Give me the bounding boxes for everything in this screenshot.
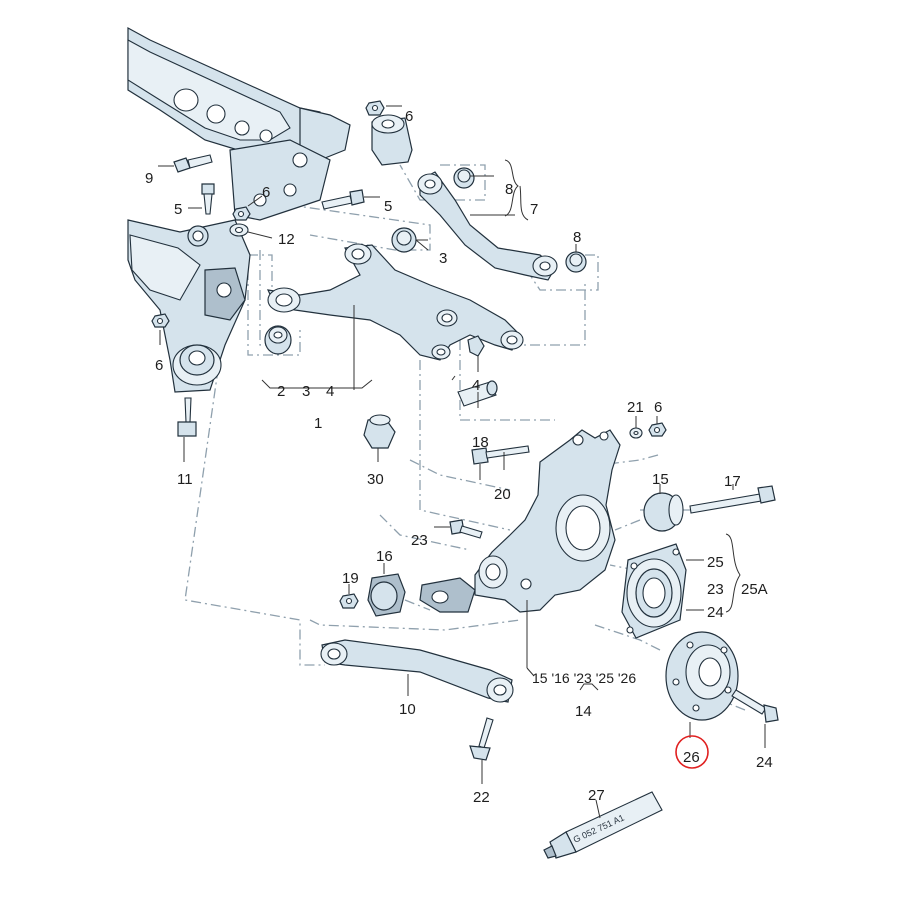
bolt-22 <box>469 717 494 761</box>
upper-control-link-7 <box>417 171 558 281</box>
bolt-5-left <box>201 183 215 215</box>
label-23-right: 23 <box>707 581 724 598</box>
label-6-top: 6 <box>405 108 413 125</box>
leader-lines <box>158 105 766 819</box>
label-23-upper: 23 <box>411 532 428 549</box>
wheel-hub-26 <box>665 631 739 721</box>
label-12: 12 <box>278 231 295 248</box>
label-25A: 25A <box>741 581 768 598</box>
label-6-right: 6 <box>654 399 662 416</box>
bushing-2 <box>264 325 292 355</box>
nut-6-left <box>151 313 170 328</box>
label-1: 1 <box>314 415 322 432</box>
rubber-mount-16 <box>367 573 406 617</box>
label-6-mid: 6 <box>262 184 270 201</box>
label-8-upper: 8 <box>505 181 513 198</box>
bolt-5-middle <box>321 189 365 210</box>
label-5-left: 5 <box>174 201 182 218</box>
bushing-8-lower <box>565 251 587 273</box>
part-labels: 1 2 3 4 3 4 5 5 6 6 6 6 7 8 8 9 10 11 12… <box>145 108 773 806</box>
label-19: 19 <box>342 570 359 587</box>
bolt-11 <box>177 397 197 437</box>
label-21: 21 <box>627 399 644 416</box>
label-group-14-contents: 15 '16 '23 '25 '26 <box>532 670 636 686</box>
label-25: 25 <box>707 554 724 571</box>
nut-6-mid <box>232 206 251 221</box>
plug-30 <box>363 414 396 449</box>
label-14: 14 <box>575 703 592 720</box>
label-11: 11 <box>177 471 193 488</box>
label-26-highlighted: 26 <box>683 749 700 766</box>
label-9: 9 <box>145 170 153 187</box>
label-22: 22 <box>473 789 490 806</box>
washer-12 <box>229 223 249 237</box>
bushing-15 <box>643 492 684 532</box>
washer-21 <box>629 427 643 439</box>
label-18: 18 <box>472 434 489 451</box>
bolt-24 <box>731 689 779 723</box>
lower-wishbone-1 <box>266 243 524 361</box>
label-3: 3 <box>439 250 447 267</box>
label-4: 4 <box>472 377 480 394</box>
highlight-circle-26 <box>675 735 709 769</box>
label-24-right: 24 <box>707 604 724 621</box>
label-4-wishbone: 4 <box>326 383 334 400</box>
nut-6-right <box>648 422 667 437</box>
lower-link-10 <box>320 639 514 703</box>
sealant-tube-27: G 052 751 A1 <box>543 791 663 859</box>
subframe-mount-bushing <box>371 114 413 166</box>
label-27: 27 <box>588 787 605 804</box>
label-7: 7 <box>530 201 538 218</box>
label-15: 15 <box>652 471 669 488</box>
rear-subframe <box>127 26 351 393</box>
label-30: 30 <box>367 471 384 488</box>
label-24-bolt: 24 <box>756 754 773 771</box>
label-6-left: 6 <box>155 357 163 374</box>
bushing-4-small <box>467 335 485 357</box>
label-5-middle: 5 <box>384 198 392 215</box>
label-16: 16 <box>376 548 393 565</box>
bolt-17 <box>689 485 776 514</box>
bolt-18 <box>471 445 530 465</box>
bushing-8-upper <box>453 167 475 189</box>
nut-6-top <box>365 100 385 116</box>
label-20: 20 <box>494 486 511 503</box>
wheel-carrier <box>419 429 621 613</box>
bolt-9 <box>173 154 213 173</box>
label-2: 2 <box>277 383 285 400</box>
bushing-4-sleeve <box>457 380 498 407</box>
label-8-lower: 8 <box>573 229 581 246</box>
nut-19 <box>339 593 359 609</box>
label-10: 10 <box>399 701 416 718</box>
bushing-3 <box>391 227 417 253</box>
label-3-wishbone: 3 <box>302 383 310 400</box>
label-17: 17 <box>724 473 741 490</box>
wheel-bearing-25 <box>621 543 687 639</box>
bolt-23-upper <box>449 519 483 539</box>
